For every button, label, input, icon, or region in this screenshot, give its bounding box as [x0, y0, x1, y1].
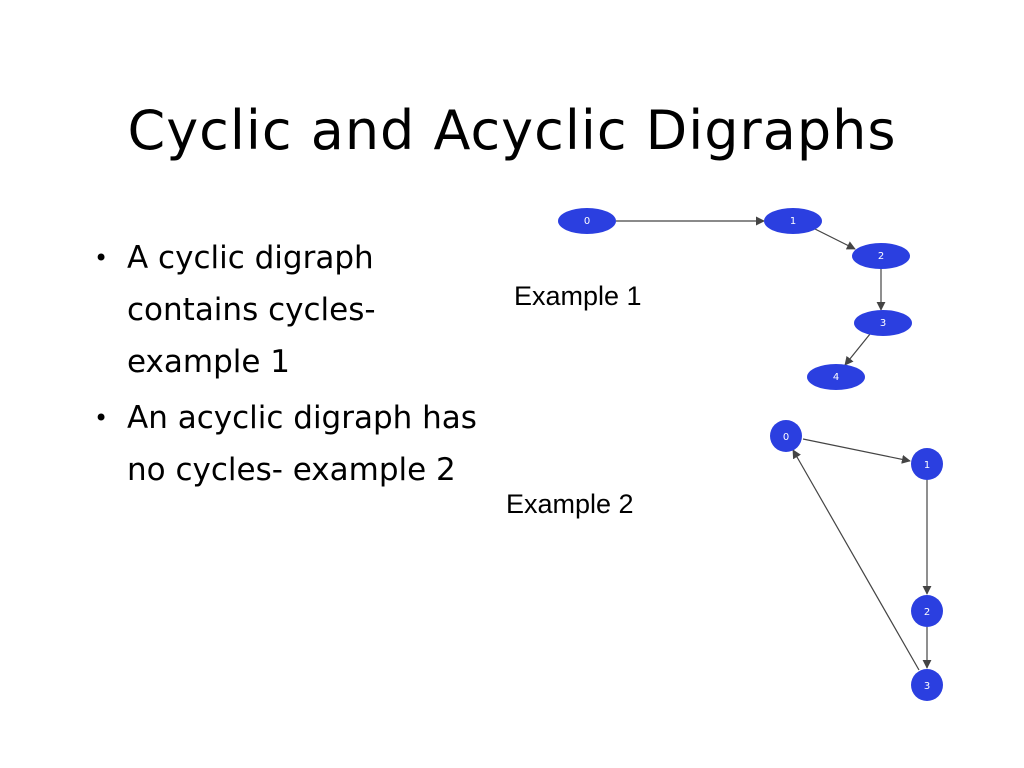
example-2-edges	[792, 438, 932, 671]
graph-node: 1	[911, 448, 943, 480]
graph-node: 1	[764, 208, 822, 234]
graph-node: 2	[911, 595, 943, 627]
slide-title: Cyclic and Acyclic Digraphs	[127, 99, 897, 162]
node-label: 2	[924, 607, 930, 618]
node-label: 3	[880, 318, 886, 329]
bullet-list: • A cyclic digraph contains cycles- exam…	[88, 232, 488, 500]
bullet-icon: •	[94, 404, 109, 432]
bullet-icon: •	[94, 244, 109, 272]
edge-3-0	[792, 449, 920, 671]
bullet-item: • A cyclic digraph contains cycles- exam…	[88, 232, 488, 388]
graph-node: 0	[770, 420, 802, 452]
graph-node: 2	[852, 243, 910, 269]
bullet-item: • An acyclic digraph has no cycles- exam…	[88, 392, 488, 496]
node-label: 2	[878, 251, 884, 262]
graph-node: 0	[558, 208, 616, 234]
bullet-text: An acyclic digraph has no cycles- exampl…	[127, 400, 477, 488]
graph-node: 4	[807, 364, 865, 390]
edge-0-1	[802, 438, 911, 464]
node-label: 3	[924, 681, 930, 692]
example-2-nodes: 0 1 2 3	[770, 420, 943, 701]
example-2-graph: 0 1 2 3	[770, 420, 943, 701]
edge-1-2	[814, 228, 856, 250]
graph-node: 3	[911, 669, 943, 701]
node-label: 1	[924, 460, 930, 471]
graph-node: 3	[854, 310, 912, 336]
example-1-caption: Example 1	[514, 281, 642, 311]
example-2-caption: Example 2	[506, 489, 634, 519]
node-label: 1	[790, 216, 796, 227]
bullet-text: A cyclic digraph contains cycles- exampl…	[127, 240, 376, 380]
edge-3-4	[844, 333, 871, 366]
node-label: 0	[584, 216, 590, 227]
example-1-nodes: 0 1 2 3 4	[558, 208, 912, 390]
example-1-graph: 0 1 2 3 4	[558, 208, 912, 390]
node-label: 4	[833, 372, 839, 383]
example-1-edges	[616, 216, 886, 366]
node-label: 0	[783, 432, 789, 443]
